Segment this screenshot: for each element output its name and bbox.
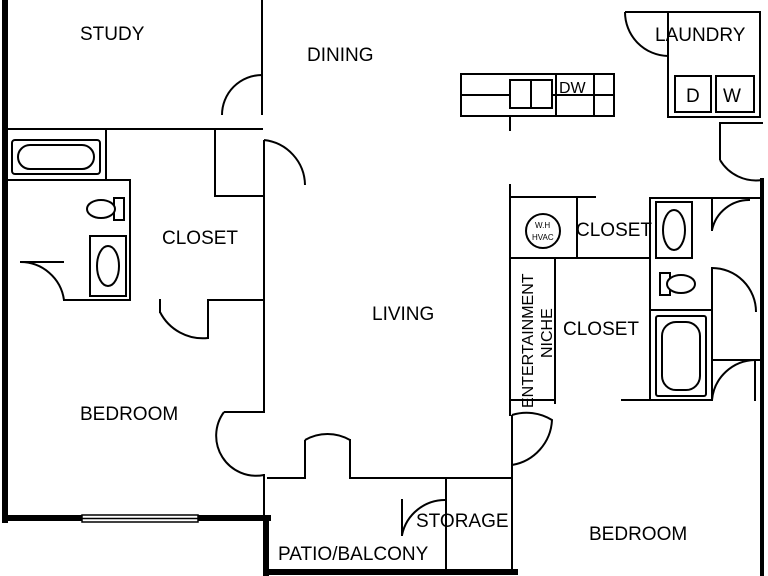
room-label-entertainment: ENTERTAINMENT bbox=[520, 273, 537, 408]
left-toilet bbox=[86, 197, 125, 221]
interior-walls bbox=[4, 0, 763, 571]
room-label-study: STUDY bbox=[80, 24, 145, 45]
window bbox=[81, 514, 199, 523]
left-bathtub bbox=[11, 139, 101, 175]
washer-label: W bbox=[723, 86, 741, 107]
room-label-bedroom-left: BEDROOM bbox=[80, 404, 178, 425]
left-sink bbox=[89, 235, 127, 297]
room-label-niche: NICHE bbox=[539, 308, 556, 358]
dryer-label: D bbox=[686, 86, 700, 107]
room-label-patio: PATIO/BALCONY bbox=[278, 544, 429, 565]
hvac-label: HVAC bbox=[532, 233, 554, 242]
doors bbox=[19, 11, 763, 536]
water-heater-label: W.H bbox=[535, 221, 550, 230]
right-toilet bbox=[659, 272, 696, 296]
room-label-closet-right: CLOSET bbox=[563, 319, 639, 340]
kitchen-counter bbox=[460, 73, 615, 117]
room-label-bedroom-right: BEDROOM bbox=[589, 524, 687, 545]
right-bathtub bbox=[655, 315, 707, 397]
room-label-laundry: LAUNDRY bbox=[655, 25, 746, 46]
dishwasher-label: DW bbox=[559, 80, 587, 97]
room-label-storage: STORAGE bbox=[416, 511, 509, 532]
room-label-living: LIVING bbox=[372, 304, 434, 325]
right-sink bbox=[655, 201, 693, 259]
washer-dryer bbox=[674, 75, 755, 113]
room-label-dining: DINING bbox=[307, 45, 374, 66]
room-label-closet-left: CLOSET bbox=[162, 228, 238, 249]
water-heater-hvac bbox=[525, 213, 561, 249]
room-label-closet-upper-right: CLOSET bbox=[576, 220, 652, 241]
